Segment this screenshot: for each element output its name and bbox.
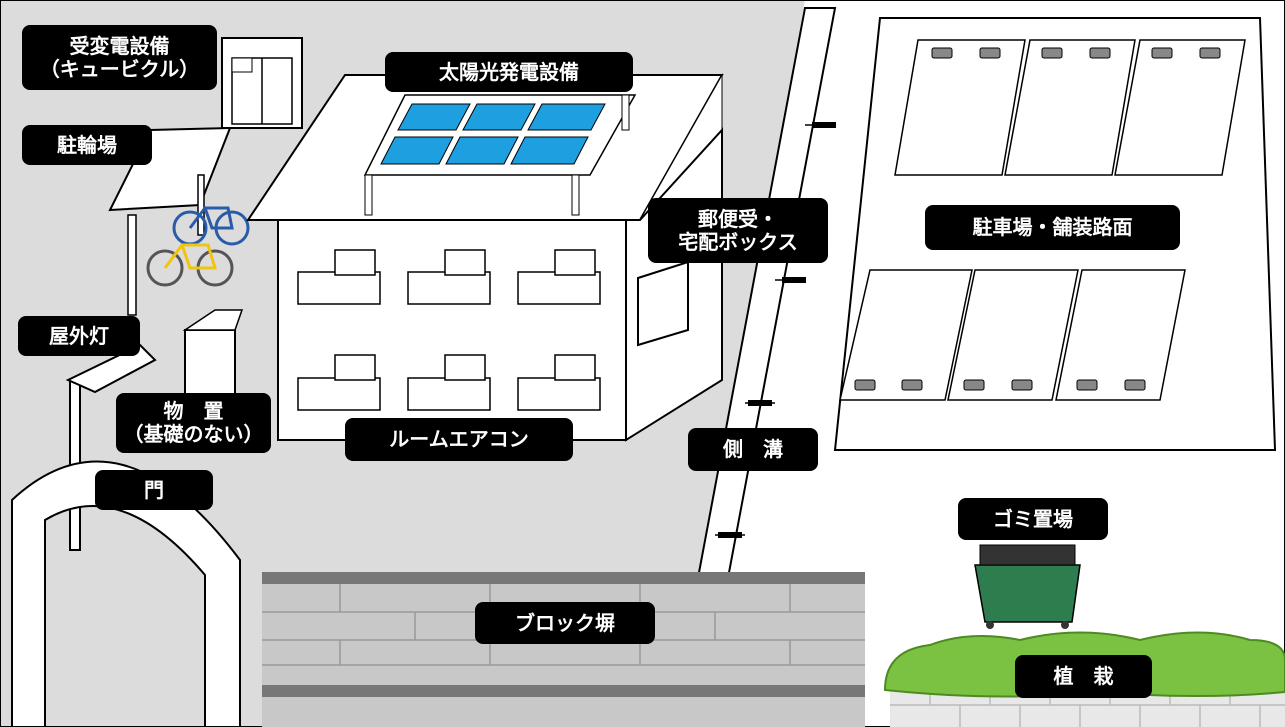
substation-label: 受変電設備 （キュービクル） <box>22 25 217 90</box>
substation-label-line1: 受変電設備 <box>69 33 170 58</box>
gate-label: 門 <box>95 470 213 510</box>
gutter-label: 側 溝 <box>688 428 818 471</box>
mailbox-label-line1: 郵便受・ <box>698 206 778 231</box>
solar-label: 太陽光発電設備 <box>385 52 633 92</box>
gutter-strip <box>668 7 837 727</box>
cubicle-substation <box>221 37 303 129</box>
bicycle-parking-label: 駐輪場 <box>22 125 152 165</box>
block-wall-label: ブロック塀 <box>475 602 655 644</box>
block-wall-label-text: ブロック塀 <box>515 610 615 635</box>
mailbox-label: 郵便受・ 宅配ボックス <box>648 198 828 263</box>
parking-lot-label: 駐車場・舗装路面 <box>925 205 1180 250</box>
bicycle-shelter <box>108 126 250 316</box>
garbage-label: ゴミ置場 <box>958 498 1108 540</box>
planting-label: 植 栽 <box>1015 655 1152 698</box>
solar-label-text: 太陽光発電設備 <box>439 59 579 84</box>
gutter-label-text: 側 溝 <box>723 437 783 461</box>
mailbox-label-line2: 宅配ボックス <box>678 229 798 254</box>
delivery-box <box>637 260 689 347</box>
outdoor-light-label-text: 屋外灯 <box>49 323 109 348</box>
storage-label-line1: 物 置 <box>163 399 224 423</box>
gate-arch <box>11 460 241 727</box>
substation-label-line2: （キュービクル） <box>39 56 200 81</box>
planting-label-text: 植 栽 <box>1053 664 1114 688</box>
block-wall <box>262 572 865 727</box>
solar-panels <box>363 94 637 216</box>
ac-units <box>297 249 601 411</box>
air-conditioner-label: ルームエアコン <box>345 418 573 461</box>
bicycle-parking-label-text: 駐輪場 <box>57 132 117 157</box>
gate-label-text: 門 <box>144 477 164 502</box>
outdoor-light-label: 屋外灯 <box>18 316 140 356</box>
garbage-dumpster <box>974 544 1081 629</box>
storage-label: 物 置 （基礎のない） <box>116 393 271 453</box>
air-conditioner-label-text: ルームエアコン <box>389 427 529 451</box>
storage-shed <box>182 309 244 401</box>
garbage-label-text: ゴミ置場 <box>993 506 1073 531</box>
apartment-building <box>246 73 724 442</box>
storage-label-line2: （基礎のない） <box>123 422 264 446</box>
parking-lot-label-text: 駐車場・舗装路面 <box>972 215 1133 239</box>
